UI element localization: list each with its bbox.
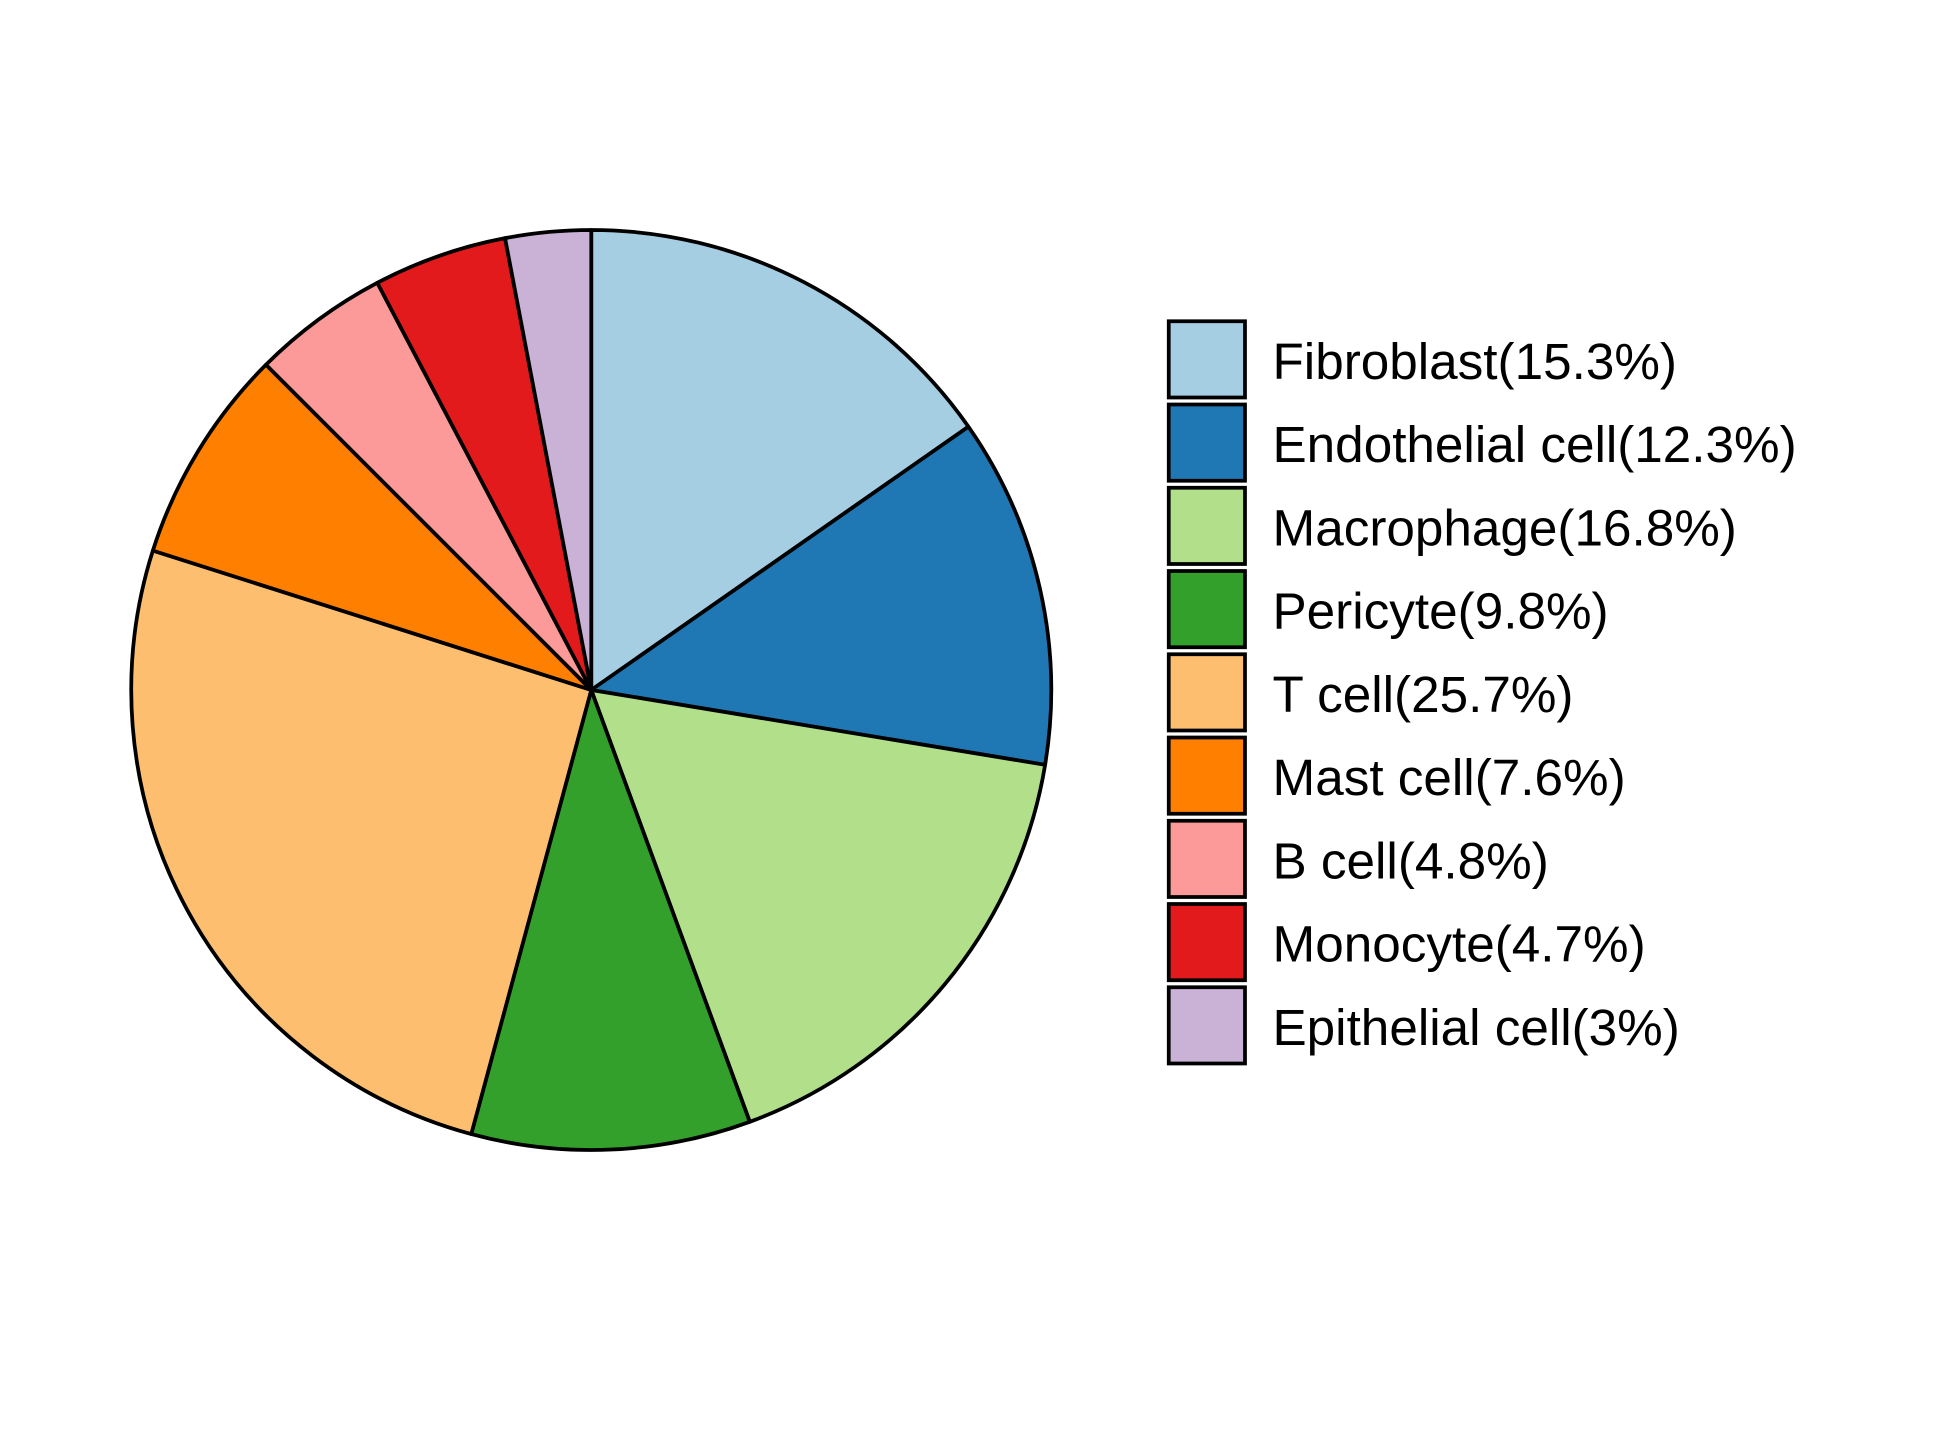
legend-label: Macrophage(16.8%)	[1273, 499, 1737, 556]
pie-slice-endothelial-cell	[589, 424, 1054, 767]
legend-label: Pericyte(9.8%)	[1273, 583, 1609, 640]
legend-label: Monocyte(4.7%)	[1273, 916, 1646, 973]
pie-slice-t-cell	[129, 548, 594, 1136]
pie-slice-pericyte	[469, 688, 752, 1152]
legend-swatch	[1166, 319, 1247, 400]
legend-swatch	[1166, 735, 1247, 816]
legend-swatch	[1166, 985, 1247, 1066]
legend-swatch	[1166, 569, 1247, 650]
legend-swatch	[1166, 485, 1247, 566]
pie-slice-fibroblast	[589, 228, 971, 692]
legend-swatch	[1166, 402, 1247, 483]
legend-label: Epithelial cell(3%)	[1273, 999, 1680, 1056]
pie-slice-macrophage	[589, 688, 1047, 1124]
legend-label: Endothelial cell(12.3%)	[1273, 416, 1797, 473]
pie-slice-epithelial-cell	[503, 228, 594, 692]
legend-label: Mast cell(7.6%)	[1273, 749, 1626, 806]
legend-swatch	[1166, 902, 1247, 983]
pie-slices	[129, 228, 1054, 1152]
legend-swatch	[1166, 818, 1247, 899]
legend-label: T cell(25.7%)	[1273, 666, 1574, 723]
pie-slice-mast-cell	[151, 362, 594, 692]
legend-label: Fibroblast(15.3%)	[1273, 333, 1677, 390]
legend: Fibroblast(15.3%) Endothelial cell(12.3%)…	[1166, 319, 1797, 1066]
legend-swatch	[1166, 652, 1247, 733]
legend-label: B cell(4.8%)	[1273, 832, 1549, 889]
